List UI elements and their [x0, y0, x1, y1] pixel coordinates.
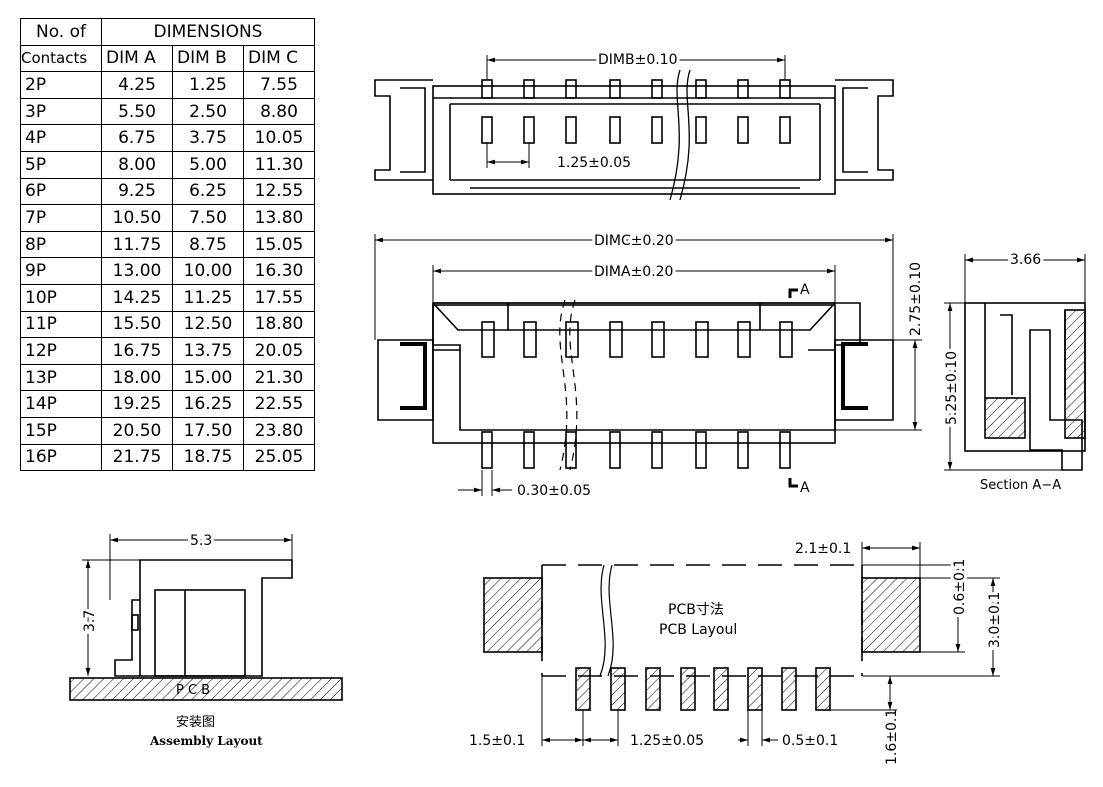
cell-contacts: 11P [20, 310, 102, 339]
cell-dim: 14.25 [101, 283, 173, 312]
label-height-275: 2.75±0.10 [908, 262, 924, 336]
cell-dim: 5.00 [172, 150, 244, 179]
cell-dim: 21.75 [101, 443, 173, 472]
cell-dim: 13.00 [101, 257, 173, 285]
label-pitch: 1.25±0.05 [557, 155, 631, 171]
cell-contacts: 2P [20, 71, 102, 99]
pcb-pads [575, 667, 831, 711]
label-pcb: P C B [176, 683, 210, 698]
label-assembly-en: Assembly Layout [149, 734, 263, 748]
cell-dim: 17.50 [172, 416, 244, 445]
cell-dim: 18.80 [243, 310, 315, 339]
cell-contacts: 14P [20, 390, 102, 418]
top-pins [481, 79, 791, 99]
label-125: 1.25±0.05 [630, 733, 704, 749]
cell-dim: 18.00 [101, 363, 173, 392]
cell-dim: 3.75 [172, 124, 244, 152]
cell-dim: 4.25 [101, 71, 173, 99]
front-bottom-pins [481, 431, 791, 469]
cell-contacts: 10P [20, 283, 102, 312]
label-section-aa: Section A−A [980, 478, 1061, 493]
table-subheader-row: Contacts DIM A DIM B DIM C [20, 44, 315, 73]
label-366: 3.66 [1010, 252, 1041, 268]
label-15: 1.5±0.1 [469, 733, 525, 749]
label-pcb-en: PCB Layoul [659, 622, 737, 638]
label-30: 3.0±0.1 [987, 592, 1003, 648]
cell-contacts: 4P [20, 124, 102, 152]
cell-dim: 15.50 [101, 310, 173, 339]
cell-dim: 16.75 [101, 337, 173, 365]
section-mark-top: A [800, 282, 810, 298]
section-mark-bottom: A [800, 480, 810, 496]
top-view [374, 69, 894, 201]
cell-dim: 10.50 [101, 204, 173, 232]
label-dimc: DIMC±0.20 [594, 233, 674, 249]
pcb-layout [483, 564, 921, 711]
dimensions-table: No. of DIMENSIONS Contacts DIM A DIM B D… [20, 18, 315, 472]
cell-dim: 16.30 [243, 257, 315, 285]
cell-dim: 7.55 [243, 71, 315, 99]
label-06: 0.6±0.1 [952, 559, 968, 615]
assembly-layout [69, 559, 343, 701]
section-view [964, 302, 1086, 471]
cell-dim: 7.50 [172, 204, 244, 232]
label-37: 3.7 [82, 610, 98, 632]
cell-dim: 16.25 [172, 390, 244, 418]
label-dima: DIMA±0.20 [594, 264, 673, 280]
label-pcb-cn: PCB寸法 [668, 602, 724, 618]
cell-dim: 8.80 [243, 97, 315, 126]
cell-dim: 6.75 [101, 124, 173, 152]
cell-dim: 12.50 [172, 310, 244, 339]
header-dim-a: DIM A [101, 44, 173, 73]
cell-contacts: 8P [20, 230, 102, 259]
cell-dim: 1.25 [172, 71, 244, 99]
cell-dim: 8.00 [101, 150, 173, 179]
front-inner-pins [481, 321, 793, 358]
label-53: 5.3 [190, 533, 212, 549]
cell-dim: 25.05 [243, 443, 315, 472]
label-05: 0.5±0.1 [782, 733, 838, 749]
cell-dim: 5.50 [101, 97, 173, 126]
table-header-row: No. of DIMENSIONS [20, 18, 315, 46]
cell-dim: 8.75 [172, 230, 244, 259]
header-dimensions: DIMENSIONS [101, 18, 315, 46]
label-assembly-cn: 安装图 [176, 715, 215, 730]
cell-dim: 12.55 [243, 177, 315, 206]
top-contacts [481, 116, 791, 144]
header-no-of: No. of [20, 18, 102, 46]
label-pin-width: 0.30±0.05 [517, 483, 591, 499]
front-view [377, 288, 894, 488]
cell-contacts: 7P [20, 204, 102, 232]
label-16: 1.6±0.1 [884, 709, 900, 765]
header-dim-c: DIM C [243, 44, 315, 73]
cell-dim: 20.05 [243, 337, 315, 365]
cell-contacts: 3P [20, 97, 102, 126]
cell-dim: 6.25 [172, 177, 244, 206]
label-height-525: 5.25±0.10 [944, 351, 960, 425]
cell-contacts: 13P [20, 363, 102, 392]
label-21: 2.1±0.1 [795, 541, 851, 557]
cell-dim: 13.80 [243, 204, 315, 232]
cell-dim: 18.75 [172, 443, 244, 472]
cell-contacts: 15P [20, 416, 102, 445]
label-dimb: DIMB±0.10 [598, 52, 678, 68]
